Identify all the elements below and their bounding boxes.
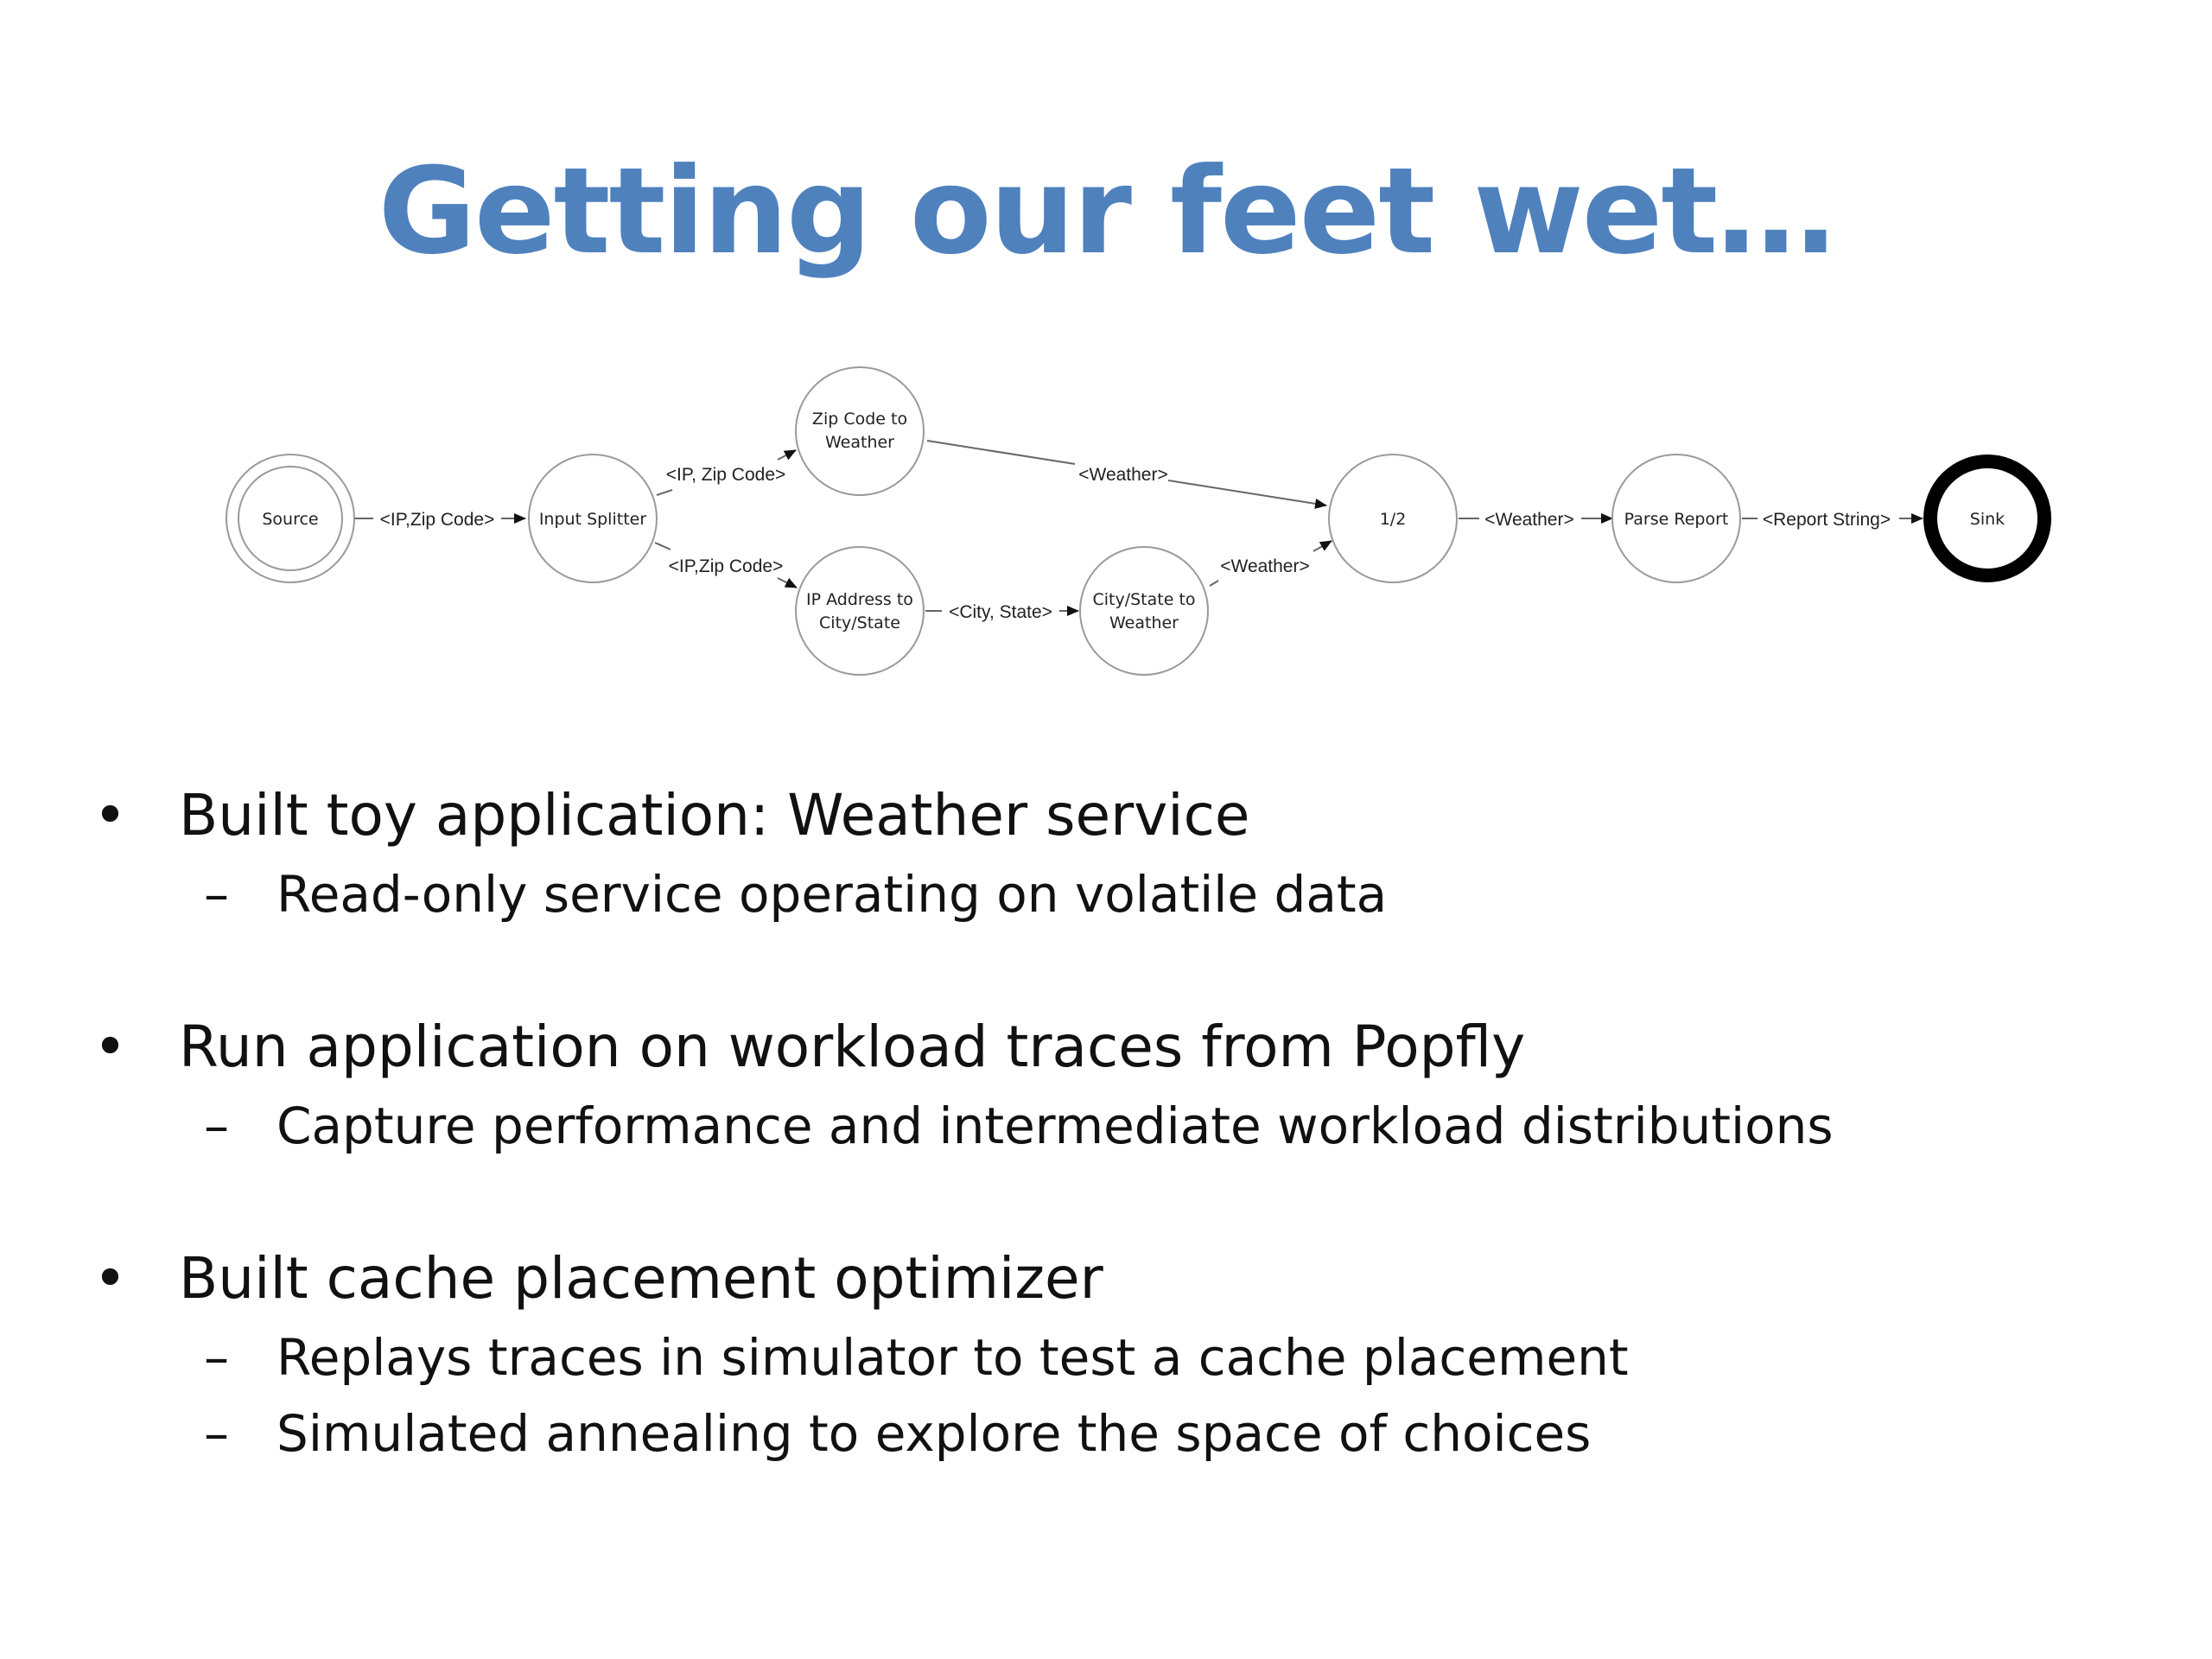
- edge-zip-half-arrow: [1167, 480, 1327, 509]
- dash-marker: –: [204, 865, 229, 924]
- nodes: [226, 366, 2051, 676]
- node-parse-report: [1611, 454, 1741, 583]
- dash-marker: –: [204, 1328, 229, 1387]
- node-label-sink: Sink: [1970, 510, 2005, 529]
- edge-label-splitter-zip: <IP, Zip Code>: [666, 465, 786, 485]
- node-label-parse-report: Parse Report: [1624, 510, 1729, 529]
- node-half: [1328, 454, 1458, 583]
- edge-label-half-parse: <Weather>: [1484, 510, 1574, 530]
- node-label-ip-to-city-2: City/State: [819, 613, 900, 632]
- node-label-ip-to-city-1: IP Address to: [806, 590, 913, 609]
- node-label-city-to-weather-1: City/State to: [1092, 590, 1195, 609]
- edge-city-half: [1209, 580, 1219, 587]
- bullet-marker: •: [93, 782, 127, 849]
- edges: [355, 440, 1923, 616]
- edge-label-parse-sink: <Report String>: [1763, 510, 1891, 530]
- slide-title: Getting our feet wet…: [378, 142, 1836, 281]
- dash-marker: –: [204, 1096, 229, 1155]
- sub-bullet-3-2: Simulated annealing to explore the space…: [276, 1404, 1592, 1463]
- node-zip-to-weather: [795, 366, 925, 496]
- edge-label-ip-city: <City, State>: [949, 602, 1052, 622]
- sub-bullet-1-1: Read-only service operating on volatile …: [276, 865, 1388, 924]
- node-labels: Source Input Splitter Zip Code to Weathe…: [262, 410, 2005, 632]
- edge-splitter-ip-arrow: [777, 577, 798, 588]
- edge-label-zip-half: <Weather>: [1078, 465, 1168, 485]
- edge-splitter-zip-arrow: [777, 449, 797, 461]
- node-label-city-to-weather-2: Weather: [1109, 613, 1179, 632]
- edge-labels: <IP,Zip Code> <IP, Zip Code> <IP,Zip Cod…: [380, 465, 1891, 622]
- dash-marker: –: [204, 1404, 229, 1463]
- node-input-splitter: [528, 454, 658, 583]
- edge-city-half-arrow: [1313, 540, 1332, 552]
- node-label-input-splitter: Input Splitter: [539, 510, 647, 529]
- edge-splitter-zip: [656, 489, 673, 496]
- node-label-source: Source: [262, 510, 318, 529]
- bullet-marker: •: [93, 1245, 127, 1312]
- edge-zip-half: [926, 440, 1076, 465]
- bullet-item-1: Built toy application: Weather service: [179, 782, 1250, 849]
- node-source: [226, 454, 355, 583]
- node-label-half: 1/2: [1380, 510, 1407, 529]
- edge-label-city-half: <Weather>: [1220, 556, 1310, 576]
- bullet-item-3: Built cache placement optimizer: [179, 1245, 1103, 1312]
- node-ip-to-city: [795, 546, 925, 676]
- node-city-to-weather: [1079, 546, 1209, 676]
- pipeline-diagram: <IP,Zip Code> <IP, Zip Code> <IP,Zip Cod…: [226, 366, 2051, 676]
- edge-splitter-ip: [654, 542, 671, 550]
- node-label-zip-to-weather-2: Weather: [825, 433, 894, 452]
- bullet-marker: •: [93, 1014, 127, 1080]
- edge-label-source-splitter: <IP,Zip Code>: [380, 510, 495, 530]
- sub-bullet-3-1: Replays traces in simulator to test a ca…: [276, 1328, 1629, 1387]
- node-sink: [1923, 454, 2051, 582]
- edge-label-splitter-ip: <IP,Zip Code>: [669, 556, 784, 576]
- node-label-zip-to-weather-1: Zip Code to: [812, 410, 907, 429]
- sub-bullet-2-1: Capture performance and intermediate wor…: [276, 1096, 1834, 1155]
- bullet-item-2: Run application on workload traces from …: [179, 1014, 1526, 1080]
